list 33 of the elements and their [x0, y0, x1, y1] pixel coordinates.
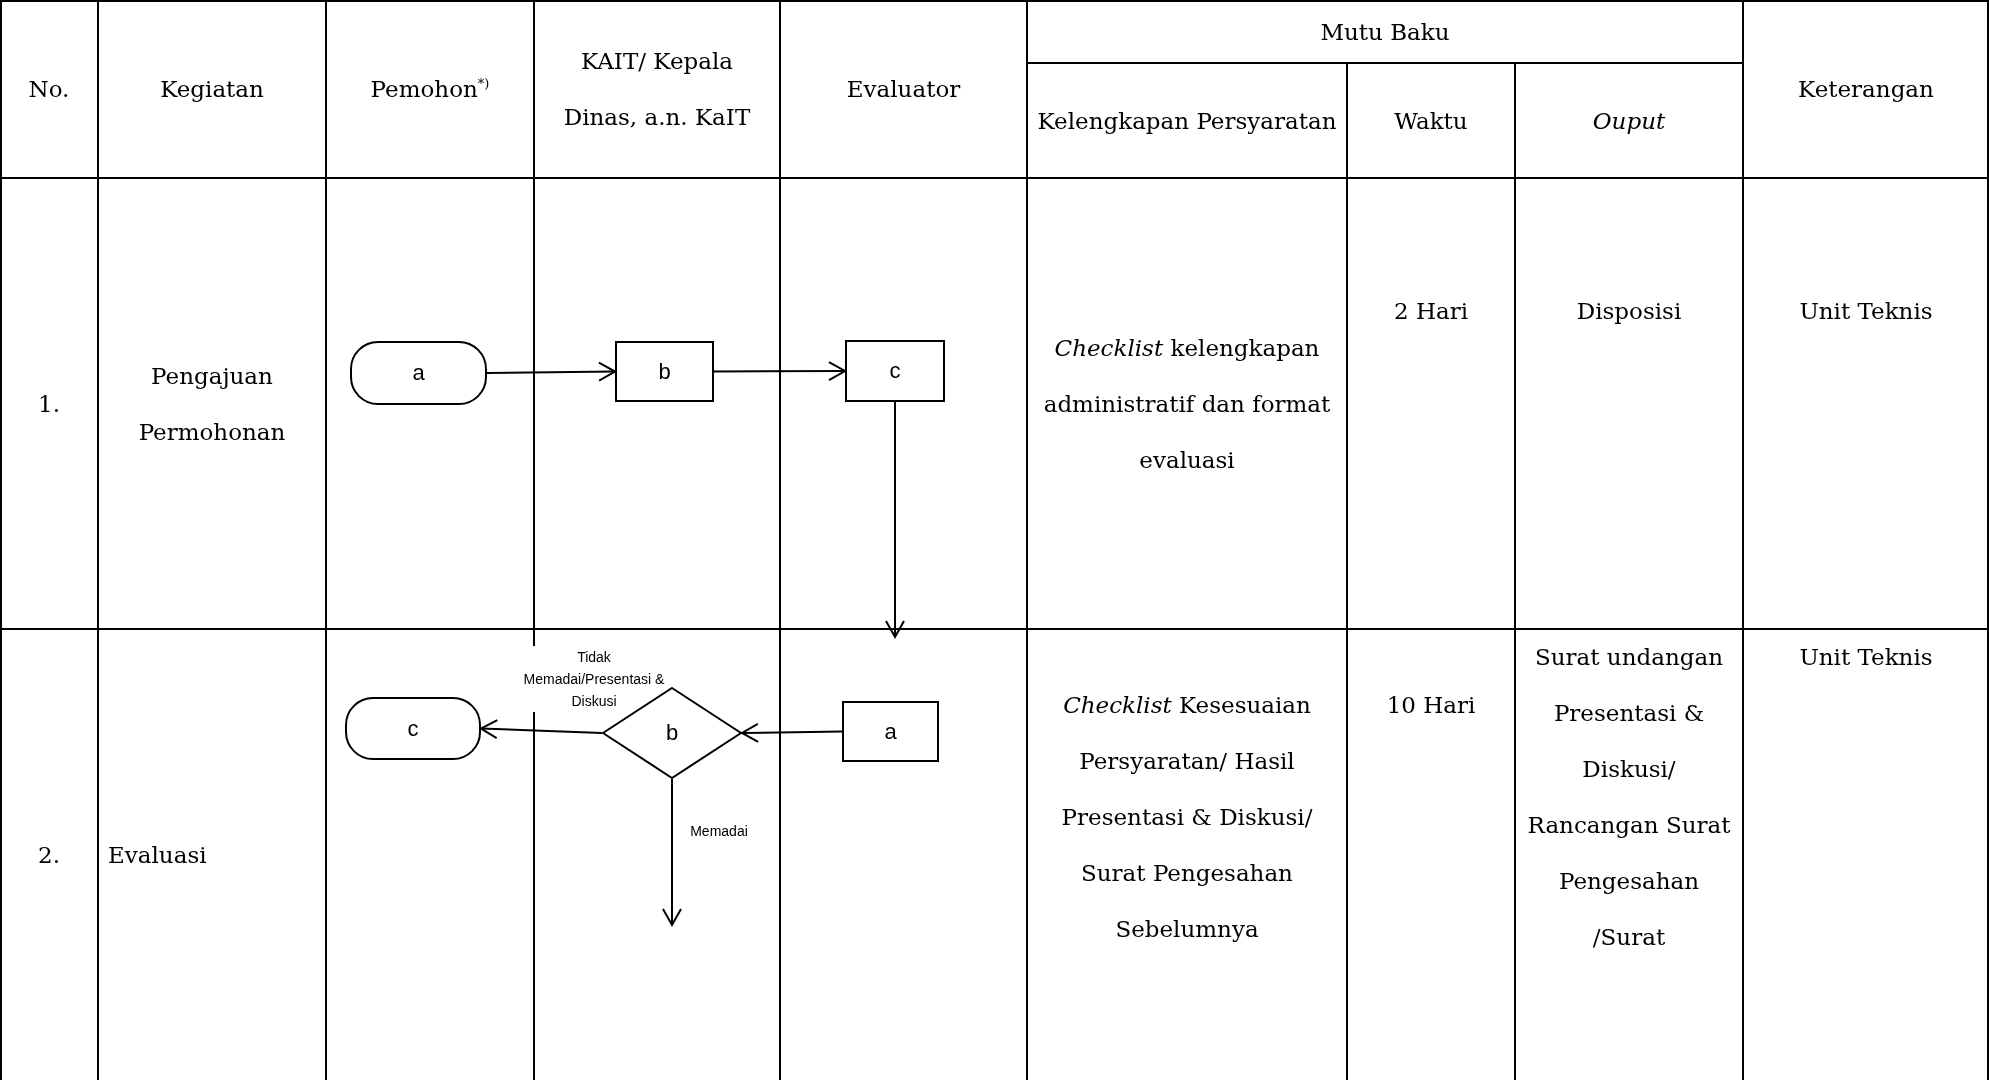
table-text: Checklist Kesesuaian Persyaratan/ Hasil Presentasi & Diskusi/ Surat Pengesahan Sebelumnya: [1060, 691, 1314, 944]
table-text: Kelengkapan Persyaratan: [1037, 106, 1337, 136]
arrow: [741, 722, 843, 743]
table-text: No.: [28, 75, 70, 104]
table-text: 10 Hari: [1386, 691, 1476, 720]
table-text: Disposisi: [1576, 297, 1682, 326]
table-text: Ouput: [1592, 106, 1666, 136]
arrow: [480, 719, 603, 740]
terminal-shape: a: [350, 341, 487, 405]
table-text: Checklist kelengkapan administratif dan format evaluasi: [1042, 333, 1332, 475]
process-box: a: [842, 701, 939, 762]
table-text: Waktu: [1394, 106, 1468, 136]
process-box: b: [615, 341, 714, 402]
table-text: Evaluator: [846, 75, 961, 104]
table-text: Keterangan: [1798, 75, 1934, 104]
table-text: Surat undangan Presentasi & Diskusi/ Rancangan Surat Pengesahan /Surat: [1526, 643, 1732, 952]
arrow: [885, 401, 905, 638]
arrow: [662, 778, 682, 926]
table-text: Pengajuan Permohonan: [137, 361, 287, 447]
table-text: KAIT/ Kepala Dinas, a.n. KaIT: [562, 47, 752, 132]
arrow: [713, 361, 846, 382]
terminal-shape: c: [345, 697, 481, 760]
table-text: Kegiatan: [160, 75, 264, 104]
table-text: 2 Hari: [1393, 297, 1469, 326]
table-text: Pemohon$^{*)}$: [370, 75, 490, 104]
table-text: 1.: [38, 389, 60, 419]
table-text: Evaluasi: [108, 840, 207, 870]
table-text: 2.: [38, 840, 60, 870]
table-text: Unit Teknis: [1799, 643, 1933, 672]
table-text: Mutu Baku: [1320, 17, 1450, 47]
table-text: Unit Teknis: [1799, 297, 1933, 326]
process-box: c: [845, 340, 945, 402]
arrow: [486, 361, 616, 382]
